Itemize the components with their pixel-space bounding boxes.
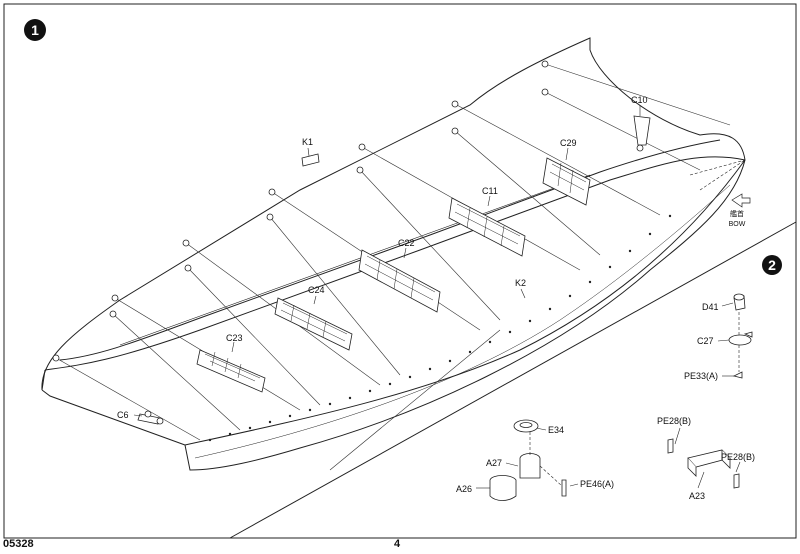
label-c22: C22 [398,238,415,248]
grating-c22 [358,249,441,313]
label-pe28b-right: PE28(B) [721,452,755,462]
sheet-frame [3,3,797,539]
part-a26 [489,475,517,501]
label-c6: C6 [117,410,129,420]
part-e34 [513,419,539,433]
svg-text:BOW: BOW [729,221,746,228]
label-c27: C27 [697,336,714,346]
label-c29: C29 [560,138,577,148]
label-a26: A26 [456,484,472,494]
grating-c29 [542,157,591,206]
label-pe28b-top: PE28(B) [657,416,691,426]
part-a23 [687,449,731,477]
e34-assembly-guides [529,432,563,487]
page-number: 4 [394,538,401,550]
grating-c24 [274,297,353,351]
part-k1 [301,153,320,167]
label-c10: C10 [631,95,648,105]
bow-arrow-icon [731,193,751,208]
label-a27: A27 [486,458,502,468]
step-marker-1: 1 [24,19,46,41]
label-k2: K2 [515,278,526,288]
grating-c23 [196,349,266,393]
part-c10 [633,115,651,152]
part-pe28b-right [733,473,740,489]
label-k1: K1 [302,137,313,147]
step2-leaders [476,302,741,489]
step-marker-2: 2 [762,255,782,275]
label-c23: C23 [226,333,243,343]
porthole-row [208,214,672,442]
part-c27 [728,331,753,346]
step-divider [229,221,797,539]
label-c24: C24 [308,285,325,295]
svg-text:2: 2 [768,257,776,273]
part-c6 [137,410,164,425]
label-a23: A23 [689,491,705,501]
part-pe28b-left [667,438,674,454]
svg-text:艦首: 艦首 [730,209,744,218]
hull [41,37,746,471]
part-d41 [733,293,746,311]
bow-indicator: 艦首 BOW [729,193,751,228]
label-leaders [133,105,641,417]
label-e34: E34 [548,425,564,435]
kit-number: 05328 [3,538,34,550]
svg-text:1: 1 [31,22,39,38]
label-c11: C11 [482,186,498,196]
part-pe46a [561,479,567,497]
label-pe33a: PE33(A) [684,371,718,381]
part-pe33a [732,371,743,379]
part-a27 [519,453,541,479]
grating-c11 [448,197,526,257]
label-pe46a: PE46(A) [580,479,614,489]
mounting-pegs [52,60,549,362]
label-d41: D41 [702,302,719,312]
